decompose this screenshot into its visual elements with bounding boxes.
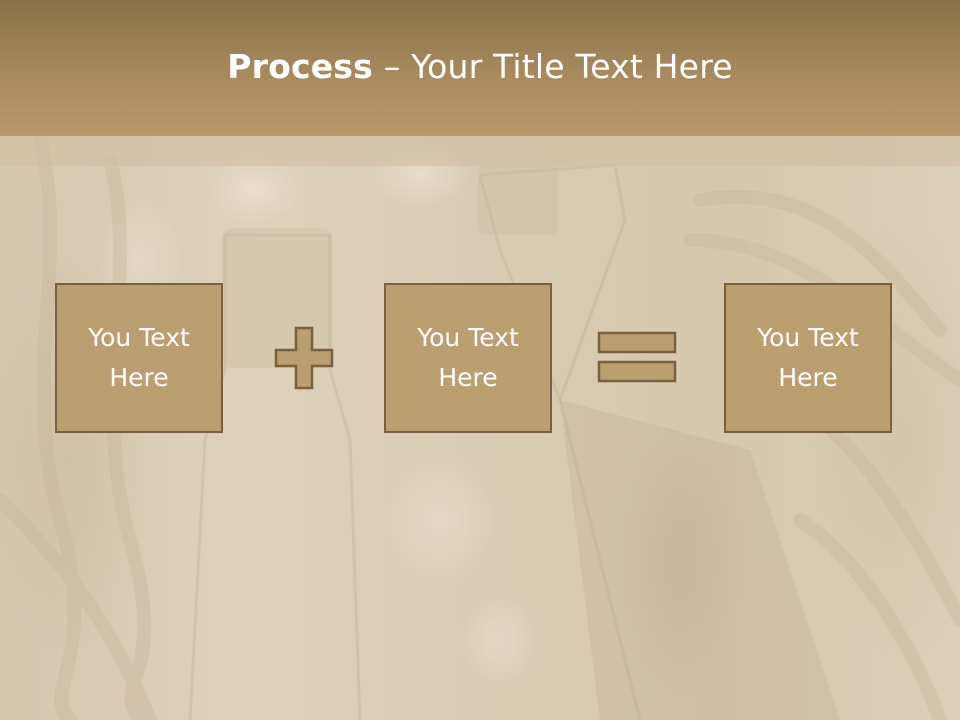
title-rest: Your Title Text Here [411, 46, 733, 86]
title-band: Process – Your Title Text Here [0, 0, 960, 136]
text-box-1-line1: You Text [88, 323, 190, 352]
title-bold-part: Process [227, 46, 373, 86]
text-box-1-line2: Here [109, 363, 169, 392]
equals-icon [597, 331, 677, 383]
slide-title[interactable]: Process – Your Title Text Here [227, 47, 733, 86]
text-box-2[interactable]: You Text Here [384, 283, 552, 433]
plus-icon [274, 326, 334, 390]
text-box-3-line2: Here [778, 363, 838, 392]
text-box-1[interactable]: You Text Here [55, 283, 223, 433]
title-strip [0, 136, 960, 166]
text-box-2-line1: You Text [417, 323, 519, 352]
text-box-3-line1: You Text [757, 323, 859, 352]
text-box-2-line2: Here [438, 363, 498, 392]
title-dash: – [373, 46, 412, 86]
text-box-3[interactable]: You Text Here [724, 283, 892, 433]
